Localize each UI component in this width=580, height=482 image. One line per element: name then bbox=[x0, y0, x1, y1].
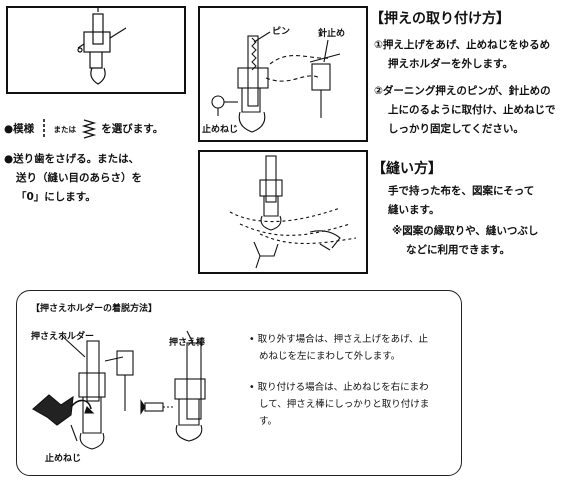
remove-instructions: • 取り外す場合は、押さえ上げをあげ、止 めねじを左にまわして外します。 bbox=[249, 331, 428, 365]
remove-line-1: • 取り外す場合は、押さえ上げをあげ、止 bbox=[249, 334, 428, 345]
holder-screw-label: 止めねじ bbox=[45, 454, 82, 464]
install-instructions: • 取り付ける場合は、止めねじを右にまわ して、押さえ棒にしっかりと取り付けま … bbox=[249, 379, 429, 430]
holder-drawing bbox=[32, 330, 206, 450]
pattern-or: または bbox=[53, 125, 76, 134]
straight-stitch-pattern-icon bbox=[43, 119, 45, 139]
attach-foot-drawing: ピン 針止め 止めねじ bbox=[202, 25, 345, 135]
sewing-section-title: 【縫い方】 bbox=[372, 161, 442, 177]
sewing-line-2: 縫います。 bbox=[388, 204, 440, 216]
attach-step-2: ②ダーニング押えのピンが、針止めの 上にのるように取付け、止めねじで しっかり固… bbox=[374, 82, 555, 139]
screw-label: 止めねじ bbox=[202, 123, 238, 135]
darning-foot-drawing bbox=[77, 8, 127, 85]
install-line-3: す。 bbox=[259, 416, 278, 427]
remove-line-2: めねじを左にまわして外します。 bbox=[259, 351, 401, 362]
install-line-1: • 取り付ける場合は、止めねじを右にまわ bbox=[249, 382, 429, 393]
install-line-2: して、押さえ棒にしっかりと取り付けま bbox=[259, 399, 430, 410]
sewing-note-line-1: ※図案の縁取りや、縫いつぶし bbox=[392, 225, 539, 237]
sewing-line-1: 手で持った布を、図案にそって bbox=[388, 185, 535, 197]
sewing-drawing bbox=[229, 155, 357, 269]
attach-step-1-line-2: 押えホルダーを外します。 bbox=[388, 58, 513, 70]
attach-section-title: 【押えの取り付け方】 bbox=[370, 11, 510, 27]
feed-dog-line-3: 「0」にします。 bbox=[16, 191, 96, 203]
pin-label: ピン bbox=[272, 25, 290, 37]
feed-dog-line-2: 送り（縫い目のあらさ）を bbox=[16, 172, 142, 184]
zigzag-pattern-icon bbox=[81, 119, 96, 139]
attach-step-1-line-1: ①押え上げをあげ、止めねじをゆるめ bbox=[374, 39, 551, 51]
stopper-label: 針止め bbox=[318, 27, 345, 39]
sewing-illustration-frame bbox=[198, 150, 368, 274]
attach-step-2-line-1: ②ダーニング押えのピンが、針止めの bbox=[374, 85, 551, 97]
bar-label: 押さえ棒 bbox=[169, 338, 206, 348]
attach-step-1: ①押え上げをあげ、止めねじをゆるめ 押えホルダーを外します。 bbox=[374, 36, 550, 74]
pattern-select-line: ●模様 または を選びます。 bbox=[4, 118, 163, 140]
feed-dog-instructions: ●送り歯をさげる。または、 送り（縫い目のあらさ）を 「0」にします。 bbox=[4, 150, 142, 207]
holder-panel-title: 【押さえホルダーの着脱方法】 bbox=[31, 304, 158, 314]
pattern-suffix: を選びます。 bbox=[101, 123, 164, 135]
holder-label: 押さえホルダー bbox=[31, 332, 95, 342]
darning-foot-illustration-frame bbox=[6, 6, 186, 94]
sewing-note-line-2: などに利用できます。 bbox=[406, 244, 510, 256]
pattern-prefix: ●模様 bbox=[4, 123, 35, 135]
sewing-note: ※図案の縁取りや、縫いつぶし などに利用できます。 bbox=[392, 222, 538, 260]
feed-dog-line-1: ●送り歯をさげる。または、 bbox=[4, 153, 140, 165]
sewing-instructions: 手で持った布を、図案にそって 縫います。 bbox=[388, 182, 534, 220]
holder-panel: 【押さえホルダーの着脱方法】 押さえホルダー 押さえ棒 止めねじ bbox=[16, 290, 462, 476]
attach-foot-illustration-frame: ピン 針止め 止めねじ bbox=[198, 6, 368, 142]
attach-step-2-line-2: 上にのるように取付け、止めねじで bbox=[388, 104, 556, 116]
attach-step-2-line-3: しっかり固定してください。 bbox=[388, 123, 524, 135]
